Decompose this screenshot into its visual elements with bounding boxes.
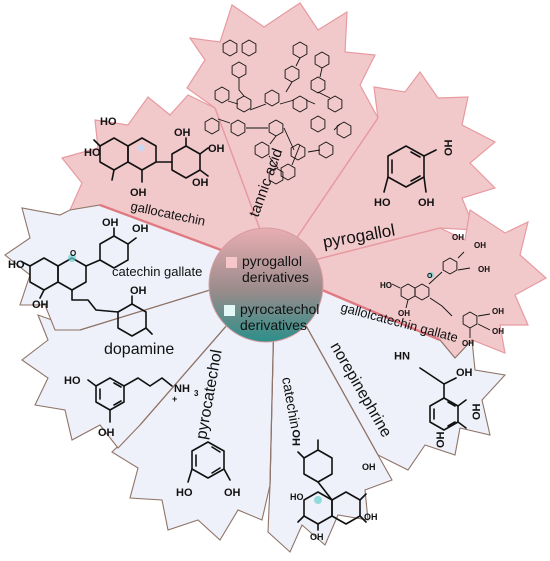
cg-oh-2: OH: [132, 223, 149, 235]
cg-oh-4: OH: [130, 285, 147, 297]
segment-pyrocatechol: [111, 268, 276, 541]
gallocatechin-ho-1: HO: [100, 116, 117, 128]
dopamine-structure: [87, 377, 173, 423]
norepi-oh: OH: [456, 367, 473, 379]
catechin-structure: [297, 439, 367, 531]
ggc-oh-7: OH: [452, 233, 464, 242]
dopamine-plus: +: [172, 394, 177, 404]
pyrogallol-structure: [383, 145, 437, 193]
gallocatechin-oh-1: OH: [130, 187, 147, 199]
segment-tannic-acid: [186, 2, 379, 272]
dopamine-ho: HO: [64, 375, 81, 387]
dopamine-nh3-sub: 3: [194, 389, 199, 398]
dopamine-nh3: NH: [174, 383, 190, 395]
pyrogallol-oh-2: OH: [418, 197, 435, 209]
cg-o: O: [70, 249, 76, 258]
catechin-gallate-structure: [21, 227, 153, 337]
ggc-ho: HO: [380, 281, 392, 290]
ggc-oh-6: OH: [462, 339, 474, 348]
label-catechin-gallate: catechin gallate: [112, 264, 202, 279]
label-dopamine: dopamine: [104, 341, 174, 358]
legend-pyrocatechol-line2: derivatives: [240, 317, 307, 333]
catechin-oh-1: OH: [362, 462, 376, 472]
gallocatechin-oh-4: OH: [192, 177, 209, 189]
pyrocatechol-ho: HO: [176, 487, 193, 499]
ggc-oh-1: OH: [474, 241, 486, 250]
ggc-o: O: [427, 273, 433, 280]
legend-pyrocatechol-line1: pyrocatechol: [240, 301, 319, 317]
legend-pyrogallol-line2: derivatives: [242, 269, 309, 285]
catechin-ho-2: HO: [290, 492, 304, 502]
center-legend: pyrogallol derivatives pyrocatechol deri…: [208, 227, 324, 343]
norepi-oh-3: OH: [435, 431, 447, 448]
cg-oh-1: OH: [102, 217, 119, 229]
gallocatechin-oh-2: OH: [174, 127, 191, 139]
catechin-ho-1: HO: [291, 429, 303, 446]
gallolcatechin-gallate-structure: [391, 251, 491, 338]
norepi-oh-2: OH: [471, 403, 483, 420]
gallocatechin-oh-3: OH: [208, 143, 225, 155]
legend-swatch-pyrocatechol: [224, 305, 235, 316]
legend-swatch-pyrogallol: [226, 257, 237, 268]
catechin-oh-3: OH: [310, 532, 324, 542]
gallocatechin-ho-2: HO: [84, 147, 101, 159]
pyrocatechol-structure: [187, 441, 231, 483]
segment-catechin: [267, 267, 393, 553]
segment-norepinephrine: [273, 268, 507, 471]
tannic-acid-structure: [204, 39, 352, 185]
pyrogallol-ho: HO: [374, 197, 391, 209]
legend-pyrogallol-line1: pyrogallol: [242, 253, 302, 269]
pyrogallol-oh-1: OH: [443, 139, 455, 156]
pyrocatechol-oh: OH: [224, 487, 241, 499]
ggc-oh-5: OH: [492, 327, 504, 336]
dopamine-oh: OH: [98, 427, 115, 439]
cg-ho-1: HO: [8, 259, 25, 271]
cg-oh-3: OH: [32, 299, 49, 311]
ggc-oh-2: OH: [478, 265, 490, 274]
gallocatechin-structure: [93, 137, 209, 183]
ggc-oh-3: OH: [398, 309, 410, 318]
norepinephrine-structure: [419, 367, 467, 431]
norepi-nh3: NH: [394, 349, 410, 361]
ggc-oh-4: OH: [492, 307, 504, 316]
catechin-oh-2: OH: [364, 512, 378, 522]
